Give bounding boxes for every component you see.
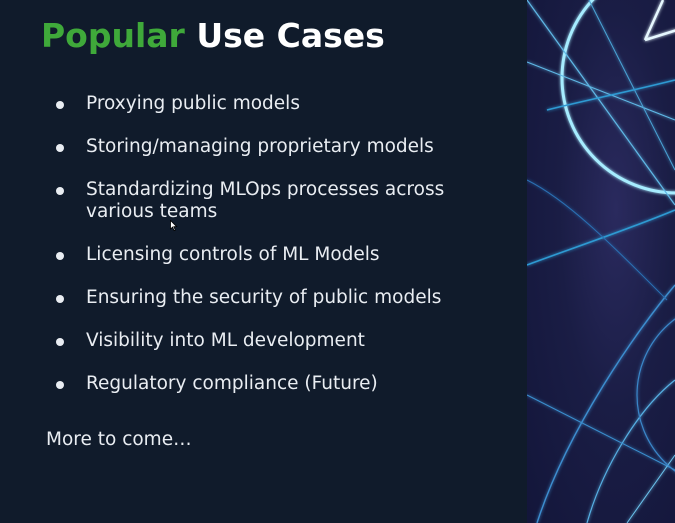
list-item-text: Ensuring the security of public models [86, 287, 442, 308]
title-rest-words: Use Cases [196, 16, 385, 55]
list-item-text: Storing/managing proprietary models [86, 136, 434, 157]
bullet-dot-icon [56, 144, 64, 152]
bullet-dot-icon [56, 252, 64, 260]
bullet-dot-icon [56, 101, 64, 109]
mouse-pointer-icon [170, 219, 178, 237]
bullet-dot-icon [56, 187, 64, 195]
title-accent-word: Popular [41, 16, 185, 55]
list-item-text: Proxying public models [86, 93, 300, 114]
list-item-text: Standardizing MLOps processes across var… [86, 179, 445, 222]
list-item-text: Regulatory compliance (Future) [86, 373, 378, 394]
bullet-dot-icon [56, 338, 64, 346]
decorative-art-panel [527, 0, 675, 523]
slide-title: Popular Use Cases [41, 14, 385, 58]
bullet-dot-icon [56, 381, 64, 389]
content-panel: Popular Use Cases Proxying public models… [41, 14, 445, 450]
abstract-lines-graphic [527, 0, 675, 523]
list-item-text: Licensing controls of ML Models [86, 244, 380, 265]
list-item-text: Visibility into ML development [86, 330, 365, 351]
bullet-dot-icon [56, 295, 64, 303]
more-to-come-note: More to come… [46, 429, 192, 450]
